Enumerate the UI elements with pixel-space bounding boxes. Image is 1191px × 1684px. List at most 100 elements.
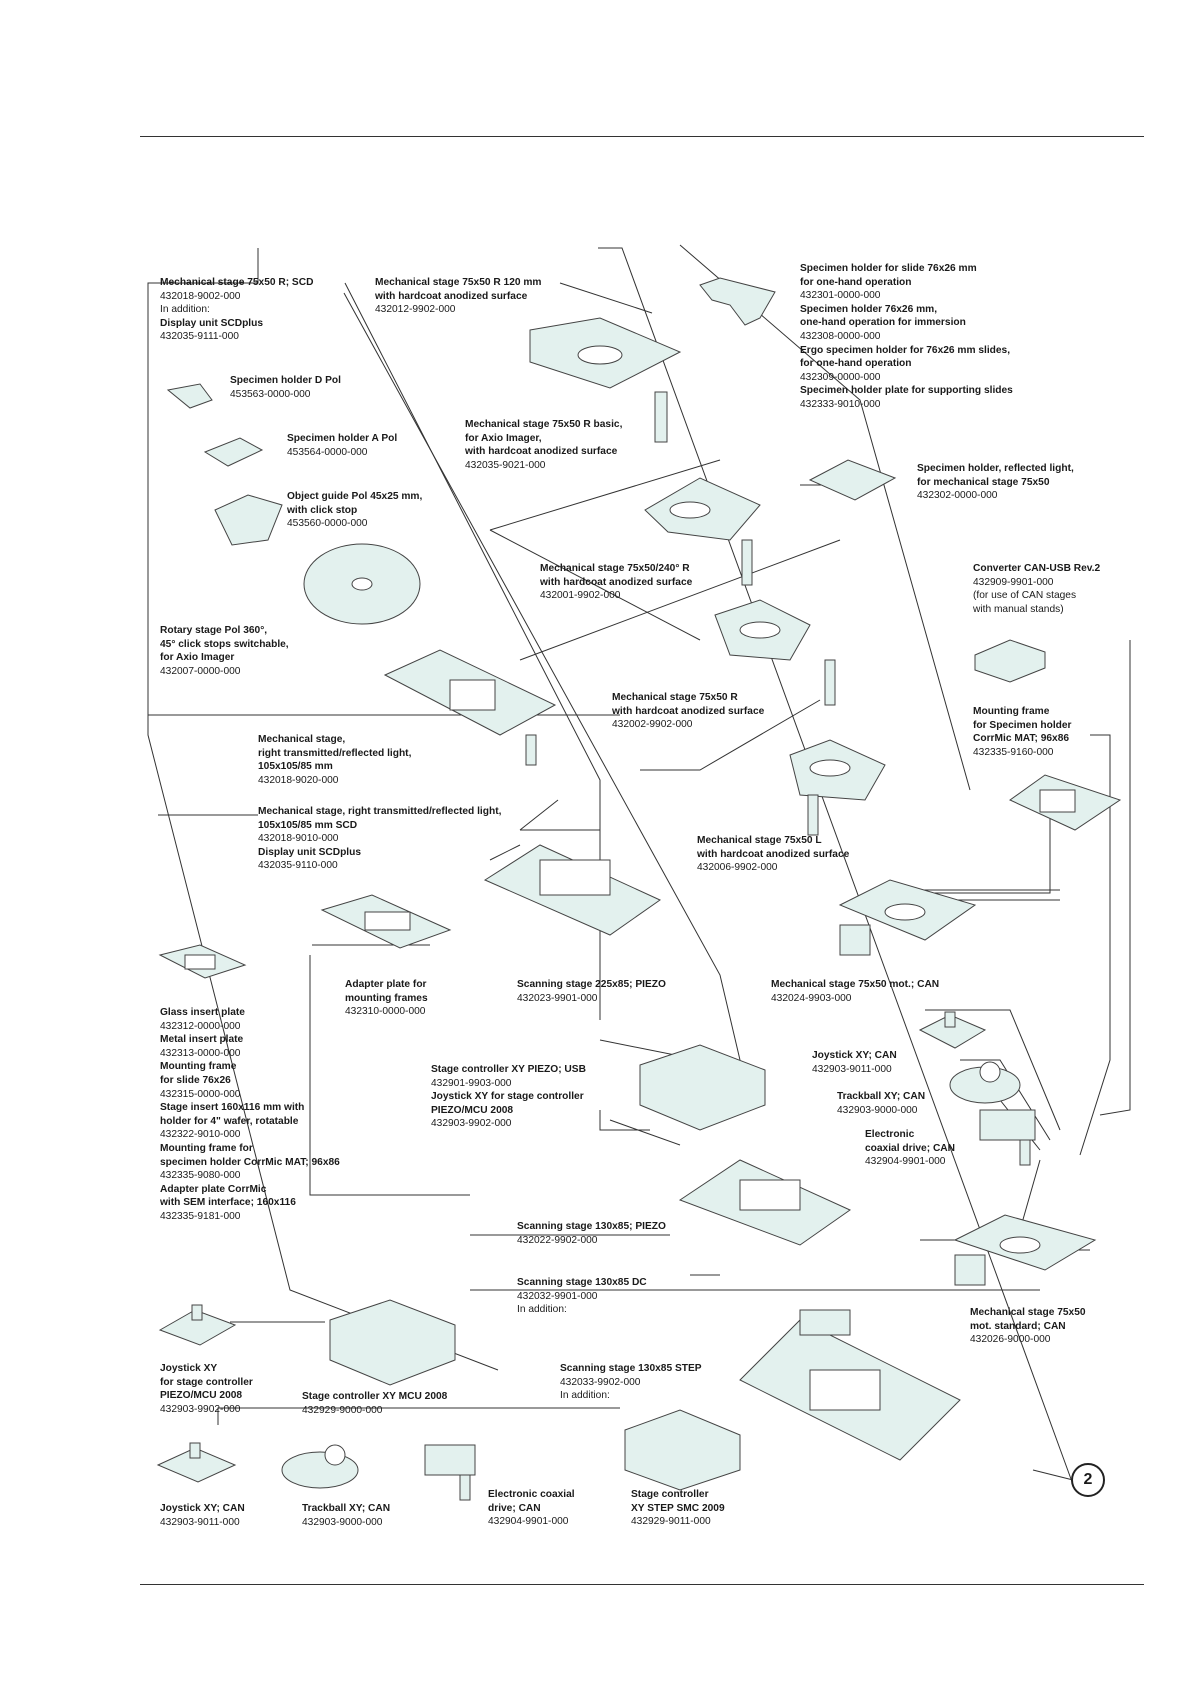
label-line: 432022-9902-000: [517, 1234, 598, 1246]
label-line: with hardcoat anodized surface: [697, 848, 850, 860]
label-line: Specimen holder A Pol: [287, 433, 398, 444]
label-scanning-stage-130-step: Scanning stage 130x85 STEP 432033-9902-00…: [560, 1362, 702, 1403]
label-line: 432035-9110-000: [258, 860, 338, 872]
label-line: XY STEP SMC 2009: [631, 1502, 725, 1514]
label-line: 105x105/85 mm: [258, 761, 333, 773]
label-line: Adapter plate CorrMic: [160, 1183, 267, 1195]
label-line: with hardcoat anodized surface: [375, 290, 528, 302]
label-line: mot. standard; CAN: [970, 1320, 1066, 1332]
label-line: with hardcoat anodized surface: [612, 705, 765, 717]
label-line: Mounting frame for: [160, 1142, 253, 1154]
label-line: 432035-9111-000: [160, 331, 239, 343]
label-line: 432333-9010-000: [800, 398, 881, 410]
label-line: 432033-9902-000: [560, 1376, 641, 1388]
label-joystick-can-right: Joystick XY; CAN 432903-9011-000: [812, 1049, 897, 1076]
label-line: Mechanical stage 75x50: [970, 1307, 1086, 1318]
label-line: for one-hand operation: [800, 358, 912, 370]
label-line: with click stop: [287, 504, 358, 516]
label-line: In addition:: [160, 304, 210, 316]
label-line: Mechanical stage 75x50 mot.; CAN: [771, 979, 940, 990]
label-specimen-holder-a-pol: Specimen holder A Pol 453564-0000-000: [287, 432, 397, 459]
label-line: Mechanical stage 75x50 R; SCD: [160, 277, 314, 288]
label-line: 432018-9002-000: [160, 290, 241, 302]
label-line: 432322-9010-000: [160, 1129, 241, 1141]
label-line: Joystick XY; CAN: [160, 1503, 245, 1514]
label-line: 432903-9011-000: [812, 1063, 892, 1075]
label-line: 432904-9901-000: [488, 1516, 569, 1528]
label-line: for Axio Imager,: [465, 432, 542, 444]
label-line: Joystick XY for stage controller: [431, 1091, 584, 1103]
label-line: 432024-9903-000: [771, 992, 852, 1004]
label-line: PIEZO/MCU 2008: [431, 1104, 514, 1116]
label-line: PIEZO/MCU 2008: [160, 1390, 243, 1402]
label-line: Joystick XY: [160, 1363, 218, 1374]
label-line: with hardcoat anodized surface: [540, 576, 693, 588]
label-line: 453564-0000-000: [287, 446, 368, 458]
label-line: 432023-9901-000: [517, 992, 598, 1004]
label-line: Specimen holder plate for supporting sli…: [800, 385, 1013, 397]
label-line: CorrMic MAT; 96x86: [973, 733, 1070, 745]
label-line: Specimen holder 76x26 mm,: [800, 303, 938, 315]
label-line: coaxial drive; CAN: [865, 1142, 956, 1154]
label-line: right transmitted/reflected light,: [258, 747, 412, 759]
footer-rule: [140, 1584, 1144, 1585]
label-line: Display unit SCDplus: [258, 846, 362, 858]
label-mechanical-stage-scd: Mechanical stage 75x50 R; SCD 432018-9002…: [160, 276, 313, 344]
label-line: 432312-0000-000: [160, 1020, 241, 1032]
label-line: 432032-9901-000: [517, 1290, 598, 1302]
label-line: mounting frames: [345, 992, 428, 1004]
label-line: 432904-9901-000: [865, 1156, 946, 1168]
label-line: 432335-9181-000: [160, 1210, 241, 1222]
label-line: Mechanical stage, right transmitted/refl…: [258, 806, 502, 817]
label-line: 453563-0000-000: [230, 388, 311, 400]
label-mechanical-stage-mot-can: Mechanical stage 75x50 mot.; CAN 432024-9…: [771, 978, 939, 1005]
label-line: Mechanical stage,: [258, 734, 346, 745]
label-line: Mechanical stage 75x50 R: [612, 692, 738, 703]
label-line: 105x105/85 mm SCD: [258, 819, 358, 831]
label-line: 432903-9902-000: [431, 1118, 512, 1130]
label-specimen-holder-reflected: Specimen holder, reflected light,for mec…: [917, 462, 1074, 503]
label-line: Joystick XY; CAN: [812, 1050, 897, 1061]
label-line: Display unit SCDplus: [160, 317, 264, 329]
label-line: Mechanical stage 75x50 R basic,: [465, 419, 623, 430]
label-line: with hardcoat anodized surface: [465, 446, 618, 458]
label-line: 432012-9902-000: [375, 304, 456, 316]
label-mechanical-stage-mot-standard: Mechanical stage 75x50 mot. standard; CAN…: [970, 1306, 1086, 1347]
label-line: one-hand operation for immersion: [800, 317, 966, 329]
label-line: 432002-9902-000: [612, 719, 693, 731]
label-line: 432018-9010-000: [258, 833, 339, 845]
label-line: 453560-0000-000: [287, 518, 368, 530]
label-line: 432007-0000-000: [160, 665, 241, 677]
label-line: Scanning stage 130x85 STEP: [560, 1363, 702, 1374]
label-line: Stage controller: [631, 1489, 709, 1500]
label-line: Object guide Pol 45x25 mm,: [287, 491, 423, 502]
label-line: Stage insert 160x116 mm with: [160, 1102, 305, 1114]
label-line: 432310-0000-000: [345, 1006, 426, 1018]
label-rotary-stage-pol: Rotary stage Pol 360°,45° click stops sw…: [160, 624, 289, 678]
label-line: Converter CAN-USB Rev.2: [973, 563, 1101, 574]
label-line: Mounting frame: [160, 1061, 237, 1073]
label-line: In addition:: [517, 1304, 567, 1316]
label-line: 432903-9000-000: [302, 1516, 383, 1528]
label-line: for one-hand operation: [800, 276, 912, 288]
label-line: with SEM interface; 160x116: [160, 1197, 296, 1209]
label-line: Stage controller XY PIEZO; USB: [431, 1064, 586, 1075]
label-line: 432301-0000-000: [800, 290, 881, 302]
label-line: Rotary stage Pol 360°,: [160, 625, 268, 636]
